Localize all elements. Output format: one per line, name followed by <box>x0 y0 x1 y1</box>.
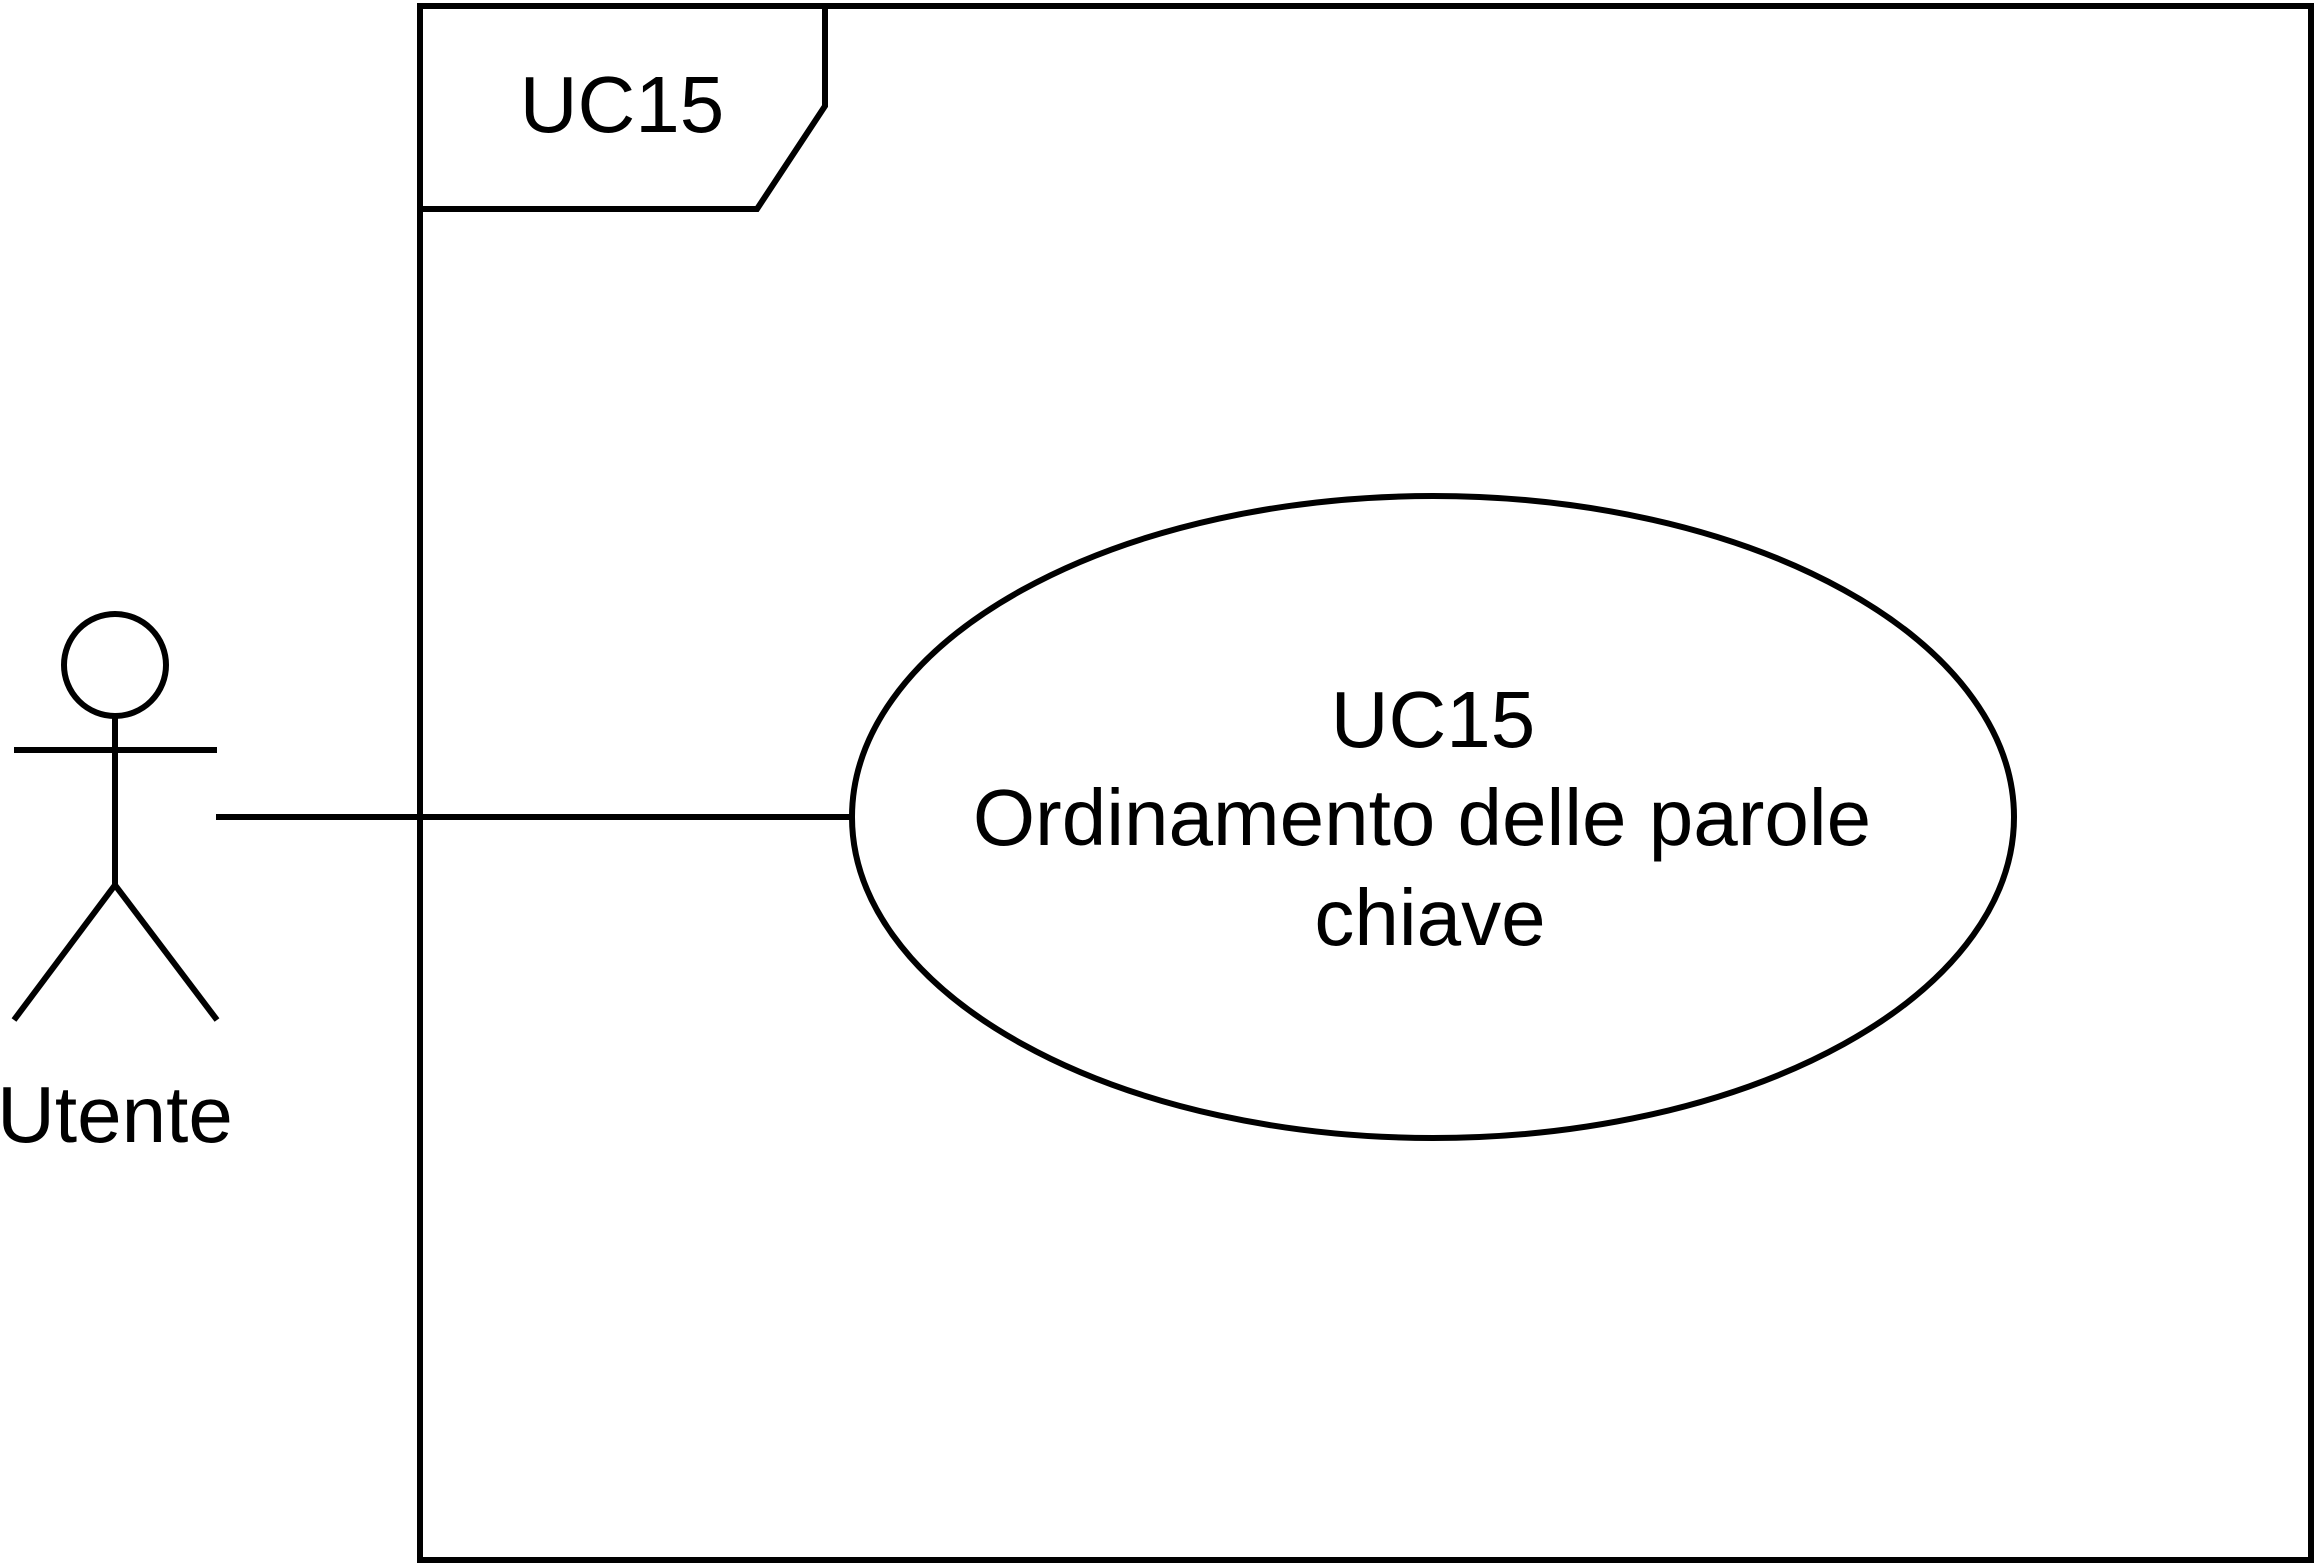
actor-utente: Utente <box>0 611 233 1159</box>
frame-border <box>417 3 2314 1563</box>
actor-head <box>61 611 169 719</box>
frame-title: UC15 <box>520 60 725 149</box>
actor-label: Utente <box>0 1070 233 1159</box>
frame-title-tab <box>420 6 828 212</box>
use-case-id: UC15 <box>1331 675 1536 764</box>
actor-left-leg <box>11 883 118 1022</box>
actor-right-leg <box>112 883 220 1022</box>
use-case-name-line-2: chiave <box>1314 873 1545 962</box>
use-case-name-line-1: Ordinamento delle parole <box>973 773 1871 862</box>
use-case-uc15: UC15 Ordinamento delle parole chiave <box>849 493 2017 1141</box>
use-case-ellipse <box>849 493 2017 1141</box>
system-frame: UC15 <box>417 3 2314 1563</box>
